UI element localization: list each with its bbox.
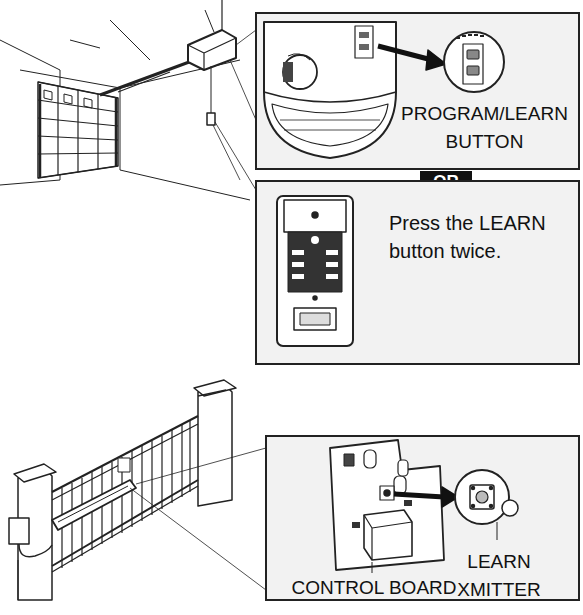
part-label: CONTROL BOARD — [284, 574, 464, 602]
inset-panel: LEARN XMITTERCONTROL BOARD — [265, 435, 580, 601]
inset-panel: PROGRAM/LEARN BUTTON — [255, 12, 580, 170]
inset-panel: Press the LEARN button twice. — [255, 180, 580, 365]
button-label: LEARN XMITTER — [439, 548, 559, 604]
button-label: PROGRAM/LEARN BUTTON — [397, 100, 572, 156]
instruction-text: Press the LEARN button twice. — [389, 209, 579, 265]
gate-drawing — [9, 380, 266, 600]
garage-drawing — [0, 0, 256, 200]
